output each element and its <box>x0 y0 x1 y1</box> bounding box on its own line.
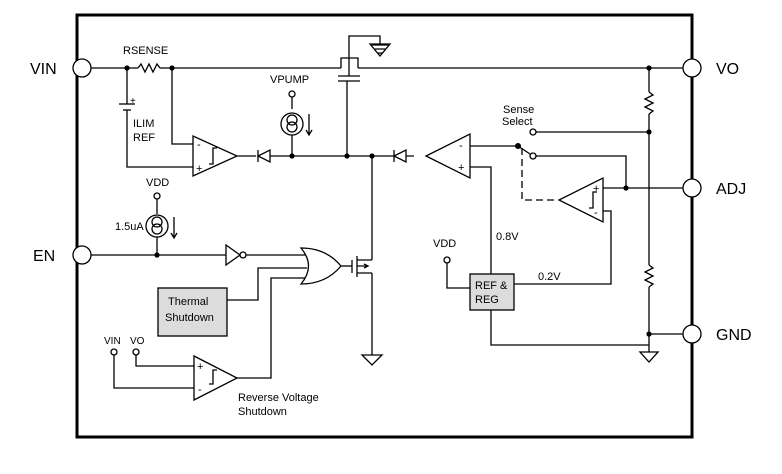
diode <box>392 148 407 164</box>
ref-reg-label-line1: REF & <box>475 280 508 292</box>
ilim-ref-source <box>119 68 193 168</box>
thermal-to-or <box>227 267 307 301</box>
reverse-label-line2: Shutdown <box>238 406 287 418</box>
package-border <box>75 13 694 439</box>
ref-0-8v-label: 0.8V <box>496 231 519 243</box>
pass-mosfet <box>338 35 388 156</box>
vpump-label: VPUMP <box>270 74 309 86</box>
thermal-label-line1: Thermal <box>168 296 208 308</box>
current-limit-comparator <box>171 68 256 178</box>
current-1-5ua-label: 1.5uA <box>115 221 144 233</box>
top-rail <box>91 62 683 74</box>
rsense-label: RSENSE <box>123 45 168 57</box>
pin-vo <box>682 58 702 78</box>
pin-gnd <box>682 324 702 344</box>
pin-label-adj: ADJ <box>716 181 746 198</box>
sense-select-switch <box>515 128 649 201</box>
pin-en <box>72 245 92 265</box>
ref-0-2v-label: 0.2V <box>538 271 561 283</box>
minus-sign: - <box>594 207 598 219</box>
ref-reg-label-line2: REG <box>475 294 499 306</box>
junction <box>623 185 629 191</box>
vin-small-label: VIN <box>104 336 121 347</box>
minus-sign: - <box>197 139 201 151</box>
adj-comparator <box>514 176 683 285</box>
vdd-label: VDD <box>146 177 169 189</box>
ref-reg-connections <box>443 256 649 346</box>
pin-adj <box>682 178 702 198</box>
pin-label-gnd: GND <box>716 327 752 344</box>
reverse-label-line1: Reverse Voltage <box>238 392 319 404</box>
junction <box>646 331 652 337</box>
ref-reg-block <box>469 273 515 311</box>
vdd-ref-label: VDD <box>433 238 456 250</box>
sense-select-label-line2: Select <box>502 116 533 128</box>
junction <box>289 153 295 159</box>
minus-sign: - <box>198 384 202 396</box>
reverse-to-or <box>236 277 305 379</box>
ref-label: REF <box>133 132 155 144</box>
thermal-label-line2: Shutdown <box>165 312 214 324</box>
sense-select-label-line1: Sense <box>503 104 534 116</box>
minus-sign: - <box>459 140 463 152</box>
en-pullup-source <box>145 192 178 255</box>
pin-label-vin: VIN <box>30 61 57 78</box>
vo-small-label: VO <box>130 336 145 347</box>
pin-label-en: EN <box>33 248 55 265</box>
ilim-label: ILIM <box>133 118 154 130</box>
plus-sign: + <box>593 183 599 195</box>
junction <box>646 65 652 71</box>
feedback-divider <box>638 68 683 363</box>
reverse-voltage-comparator <box>110 348 239 402</box>
plus-sign: + <box>197 361 203 373</box>
shutdown-mosfet <box>351 156 384 366</box>
plus-sign: + <box>196 163 202 175</box>
plus-sign: + <box>458 162 464 174</box>
ground-symbol <box>368 43 392 58</box>
plus-sign: + <box>130 96 136 107</box>
vpump-source <box>280 90 313 156</box>
thermal-shutdown-block <box>157 287 228 337</box>
junction <box>344 153 350 159</box>
pin-vin <box>72 58 92 78</box>
diode <box>256 148 414 164</box>
or-gate <box>299 247 352 285</box>
en-inverter <box>91 243 305 267</box>
error-amplifier <box>424 132 516 284</box>
pin-label-vo: VO <box>716 61 739 78</box>
